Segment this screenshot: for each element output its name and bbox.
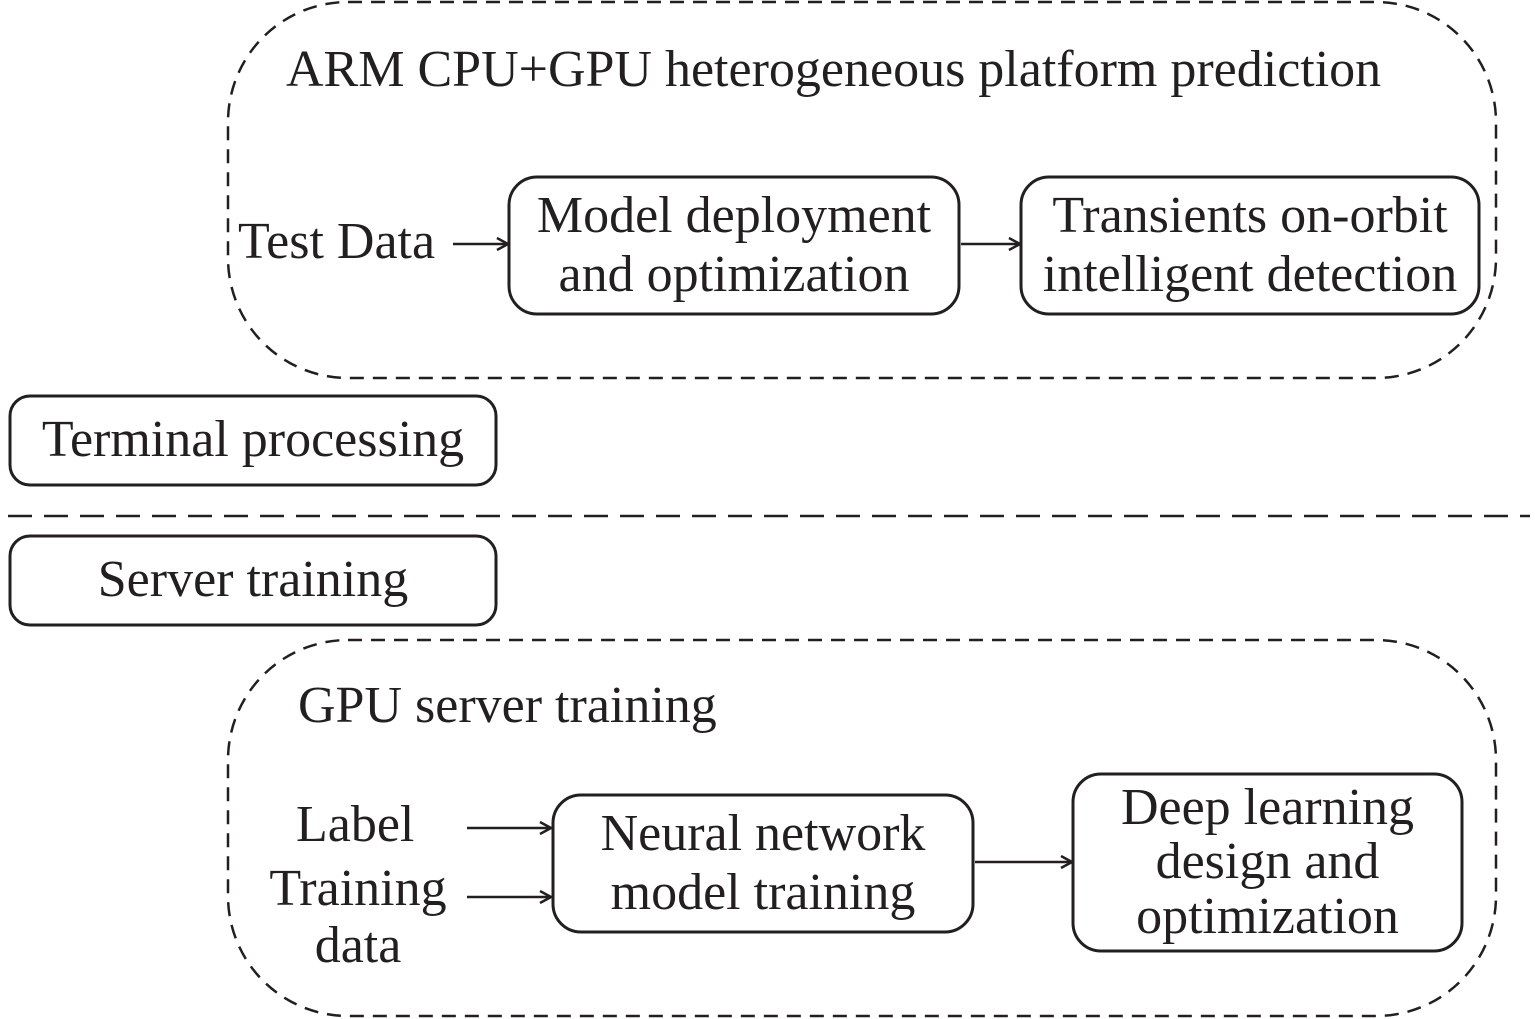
gpu-training-group-title: GPU server training	[298, 677, 717, 734]
neural-network-line-1: Neural network	[600, 805, 926, 863]
training-data-line-2: data	[314, 916, 402, 974]
transient-detection-label: Transients on-orbit intelligent detectio…	[1021, 177, 1479, 314]
neural-network-training-box	[551, 793, 975, 934]
test-data-label: Test Data	[238, 213, 436, 270]
label-input-label: Label	[296, 796, 415, 853]
deep-learning-design-label: Deep learning design and optimization	[1073, 774, 1462, 951]
prediction-group-title: ARM CPU+GPU heterogeneous platform predi…	[286, 41, 1382, 98]
training-data-line-1: Training	[269, 860, 447, 918]
deep-learning-line-1: Deep learning	[1120, 779, 1415, 837]
server-training-label: Server training	[10, 536, 496, 625]
transient-detection-line-1: Transients on-orbit	[1052, 187, 1448, 245]
gpu-training-group-border	[226, 638, 1498, 1018]
model-deployment-line-2: and optimization	[558, 245, 910, 303]
transient-detection-line-2: intelligent detection	[1042, 245, 1458, 303]
server-training-text: Server training	[97, 551, 409, 609]
training-data-label: Training data	[258, 860, 458, 975]
prediction-group-border	[226, 0, 1498, 380]
deep-learning-line-3: optimization	[1136, 887, 1399, 945]
deep-learning-line-2: design and	[1155, 833, 1380, 891]
neural-network-line-2: model training	[610, 863, 916, 921]
server-training-box	[8, 534, 498, 627]
model-deployment-label: Model deployment and optimization	[509, 177, 959, 314]
neural-network-training-label: Neural network model training	[553, 795, 973, 932]
terminal-processing-label: Terminal processing	[10, 396, 496, 485]
terminal-processing-text: Terminal processing	[41, 411, 465, 469]
model-deployment-line-1: Model deployment	[536, 187, 932, 245]
terminal-processing-box	[8, 394, 498, 487]
